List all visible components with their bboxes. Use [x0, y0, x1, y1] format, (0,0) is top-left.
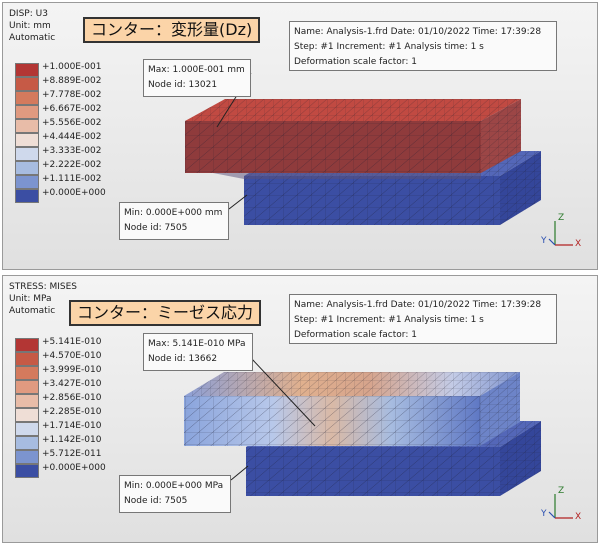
- legend-swatch: [15, 352, 39, 366]
- min-value-box: Min: 0.000E+000 MPa Node id: 7505: [119, 475, 231, 513]
- legend-swatch: [15, 63, 39, 77]
- contour-title-callout: コンター：変形量(Dz): [83, 17, 261, 43]
- legend-label: +0.000E+000: [42, 188, 106, 198]
- legend-swatch: [15, 408, 39, 422]
- legend-label: +5.141E-010: [42, 337, 102, 347]
- unit-label: Unit: MPa: [9, 294, 52, 304]
- unit-label: Unit: mm: [9, 21, 51, 31]
- upper-block: [185, 99, 521, 179]
- min-leader-line: [230, 465, 249, 481]
- contour-title-callout: コンター：ミーゼス応力: [69, 300, 262, 326]
- legend-label: +6.667E-002: [42, 104, 102, 114]
- axis-triad: [548, 221, 573, 246]
- max-leader-line: [250, 357, 316, 427]
- legend-swatch: [15, 366, 39, 380]
- max-value-box: Max: 1.000E-001 mm Node id: 13021: [143, 59, 251, 97]
- range-mode-label: Automatic: [9, 33, 56, 43]
- legend-swatch: [15, 91, 39, 105]
- max-value: Max: 1.000E-001 mm: [148, 65, 245, 75]
- max-value: Max: 5.141E-010 MPa: [148, 339, 246, 349]
- legend-label: +8.889E-002: [42, 76, 102, 86]
- info-step-increment: Step: #1 Increment: #1 Analysis time: 1 …: [294, 315, 484, 325]
- legend-label: +3.333E-002: [42, 146, 102, 156]
- legend-label: +3.427E-010: [42, 379, 102, 389]
- legend-label: +3.999E-010: [42, 365, 102, 375]
- analysis-info-box: Name: Analysis-1.frd Date: 01/10/2022 Ti…: [289, 21, 557, 71]
- info-step-increment: Step: #1 Increment: #1 Analysis time: 1 …: [294, 42, 484, 52]
- min-leader-line: [228, 194, 248, 210]
- info-name-date-time: Name: Analysis-1.frd Date: 01/10/2022 Ti…: [294, 300, 542, 310]
- legend-swatch: [15, 380, 39, 394]
- legend-label: +2.856E-010: [42, 393, 102, 403]
- max-value-box: Max: 5.141E-010 MPa Node id: 13662: [143, 333, 253, 371]
- min-value: Min: 0.000E+000 MPa: [124, 481, 224, 491]
- upper-block: [184, 372, 520, 446]
- stress-viewport[interactable]: STRESS: MISES Unit: MPa Automatic コンター：ミ…: [2, 275, 598, 543]
- legend-swatch: [15, 147, 39, 161]
- legend-label: +4.570E-010: [42, 351, 102, 361]
- legend-swatch: [15, 133, 39, 147]
- result-type-label: STRESS: MISES: [9, 282, 78, 292]
- legend-swatch: [15, 464, 39, 478]
- analysis-info-box: Name: Analysis-1.frd Date: 01/10/2022 Ti…: [289, 294, 557, 344]
- info-name-date-time: Name: Analysis-1.frd Date: 01/10/2022 Ti…: [294, 27, 542, 37]
- legend-swatch: [15, 189, 39, 203]
- legend-swatch: [15, 450, 39, 464]
- legend-swatch: [15, 422, 39, 436]
- legend-label: +1.714E-010: [42, 421, 102, 431]
- min-value: Min: 0.000E+000 mm: [124, 208, 223, 218]
- min-value-box: Min: 0.000E+000 mm Node id: 7505: [119, 202, 229, 240]
- displacement-model-view: [185, 72, 573, 246]
- axis-y-label: Y: [541, 509, 547, 519]
- legend-swatch: [15, 338, 39, 352]
- axis-z-label: Z: [558, 486, 565, 496]
- legend-label: +1.111E-002: [42, 174, 102, 184]
- axis-y-label: Y: [541, 236, 547, 246]
- legend-swatch: [15, 77, 39, 91]
- legend-label: +5.556E-002: [42, 118, 102, 128]
- displacement-viewport[interactable]: DISP: U3 Unit: mm Automatic コンター：変形量(Dz)…: [2, 2, 598, 270]
- legend-swatch: [15, 119, 39, 133]
- stress-model-view: [184, 357, 573, 519]
- axis-x-label: X: [575, 512, 582, 522]
- legend-swatch: [15, 105, 39, 119]
- min-node-id: Node id: 7505: [124, 496, 188, 506]
- legend-label: +4.444E-002: [42, 132, 102, 142]
- min-node-id: Node id: 7505: [124, 223, 188, 233]
- legend-swatch: [15, 436, 39, 450]
- max-node-id: Node id: 13021: [148, 80, 218, 90]
- legend-label: +1.142E-010: [42, 435, 102, 445]
- info-scale-factor: Deformation scale factor: 1: [294, 57, 417, 67]
- legend-swatch: [15, 161, 39, 175]
- range-mode-label: Automatic: [9, 306, 56, 316]
- axis-x-label: X: [575, 239, 582, 249]
- legend-label: +5.712E-011: [42, 449, 102, 459]
- legend-label: +7.778E-002: [42, 90, 102, 100]
- legend-label: +0.000E+000: [42, 463, 106, 473]
- info-scale-factor: Deformation scale factor: 1: [294, 330, 417, 340]
- legend-label: +1.000E-001: [42, 62, 102, 72]
- legend-swatch: [15, 175, 39, 189]
- legend-label: +2.222E-002: [42, 160, 102, 170]
- axis-triad: [548, 494, 573, 519]
- max-node-id: Node id: 13662: [148, 354, 218, 364]
- result-type-label: DISP: U3: [9, 9, 48, 19]
- legend-label: +2.285E-010: [42, 407, 102, 417]
- axis-z-label: Z: [558, 213, 565, 223]
- legend-swatch: [15, 394, 39, 408]
